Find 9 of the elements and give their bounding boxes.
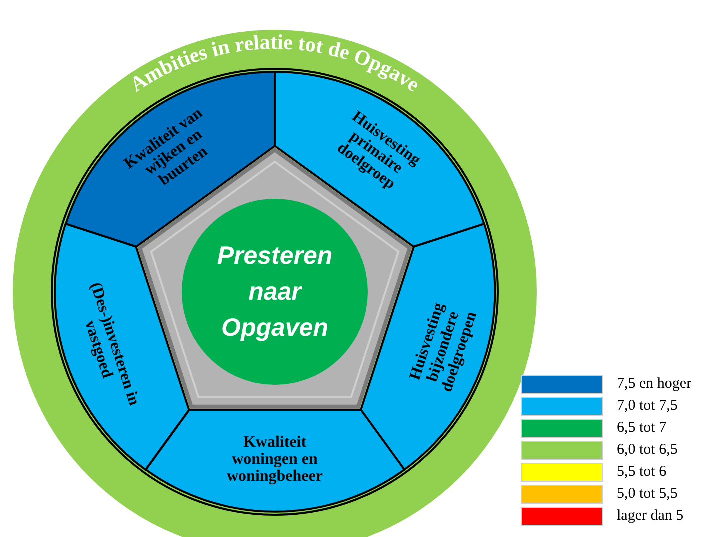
legend-label: 5,0 tot 5,5 bbox=[617, 485, 678, 504]
legend-label: 5,5 tot 6 bbox=[617, 463, 667, 482]
legend-label: 7,5 en hoger bbox=[617, 375, 692, 394]
legend-label: 6,5 tot 7 bbox=[617, 419, 667, 438]
legend-label: 7,0 tot 7,5 bbox=[617, 397, 678, 416]
segment-label: Kwaliteit woningen en woningbeheer bbox=[226, 434, 324, 486]
legend-label: lager dan 5 bbox=[617, 507, 684, 526]
legend-label: 6,0 tot 6,5 bbox=[617, 441, 678, 460]
center-label: Presteren naar Opgaven bbox=[216, 240, 334, 344]
